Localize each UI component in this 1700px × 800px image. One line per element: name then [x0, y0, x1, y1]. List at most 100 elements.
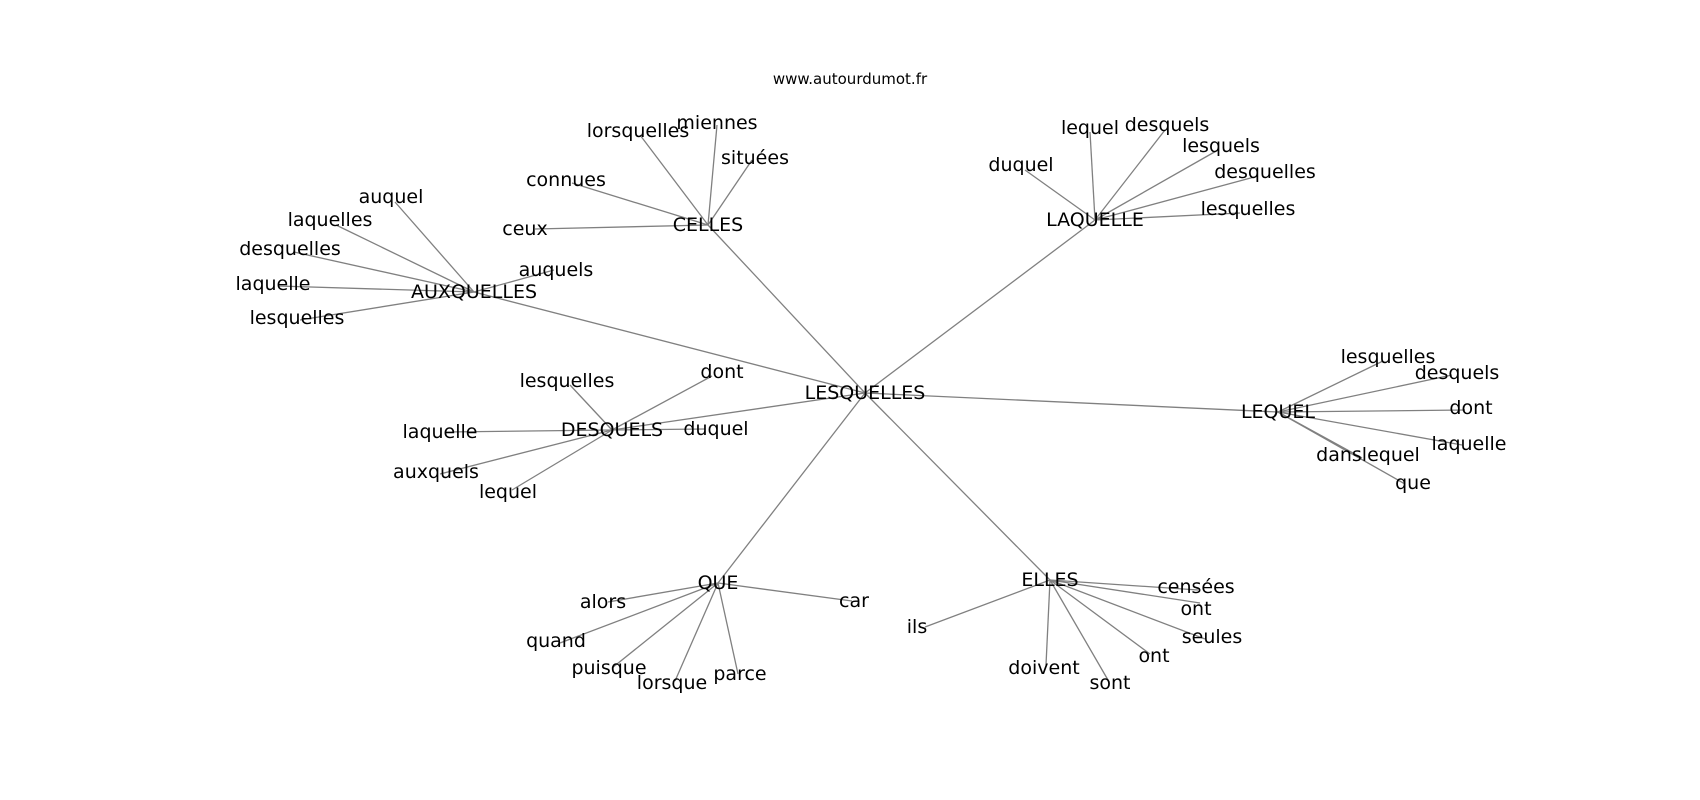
edge-celles-0 — [639, 134, 709, 226]
node-leaf-lequel-2[interactable]: dont — [1449, 397, 1492, 419]
edge-elles-4 — [1049, 579, 1151, 655]
edge-que-3 — [611, 582, 719, 669]
node-leaf-lequel-4[interactable]: danslequel — [1316, 444, 1420, 466]
node-leaf-elles-5[interactable]: doivent — [1008, 657, 1079, 679]
graph-edges — [277, 124, 1466, 682]
node-hub-celles[interactable]: CELLES — [673, 214, 744, 236]
edge-desquels-0 — [569, 384, 613, 431]
node-leaf-laquelle-1[interactable]: desquels — [1125, 114, 1210, 136]
edge-lequel-0 — [1277, 360, 1384, 413]
node-leaf-elles-2[interactable]: ils — [907, 616, 927, 638]
edge-auxquelles-1 — [335, 224, 475, 293]
edge-center-elles — [864, 392, 1051, 581]
node-leaf-desquels-4[interactable]: auxquels — [393, 461, 479, 483]
node-leaf-celles-3[interactable]: connues — [526, 169, 606, 191]
node-leaf-lequel-0[interactable]: lesquelles — [1341, 346, 1436, 368]
edge-celles-1 — [707, 124, 718, 226]
edge-laquelle-1 — [1094, 129, 1166, 221]
node-leaf-laquelle-4[interactable]: duquel — [988, 154, 1053, 176]
node-hub-que[interactable]: QUE — [698, 572, 739, 594]
edge-auxquelles-0 — [394, 201, 475, 293]
edge-celles-2 — [707, 159, 753, 226]
node-leaf-elles-4[interactable]: ont — [1138, 645, 1169, 667]
node-hub-desquels[interactable]: DESQUELS — [561, 419, 663, 441]
edge-laquelle-3 — [1094, 175, 1259, 221]
node-leaf-lequel-1[interactable]: desquels — [1415, 362, 1500, 384]
node-leaf-que-4[interactable]: lorsque — [637, 672, 707, 694]
node-leaf-laquelle-3[interactable]: desquelles — [1214, 161, 1316, 183]
node-leaf-laquelle-0[interactable]: lequel — [1061, 117, 1119, 139]
edge-laquelle-5 — [1094, 212, 1241, 221]
node-hub-laquelle[interactable]: LAQUELLE — [1046, 209, 1144, 231]
node-hub-auxquelles[interactable]: AUXQUELLES — [411, 281, 537, 303]
edge-center-celles — [707, 224, 866, 394]
edge-auxquelles-3 — [277, 285, 475, 293]
node-leaf-elles-6[interactable]: sont — [1089, 672, 1130, 694]
edge-que-4 — [674, 582, 719, 682]
node-leaf-celles-4[interactable]: ceux — [502, 218, 547, 240]
node-leaf-lequel-5[interactable]: que — [1395, 472, 1431, 494]
edge-laquelle-2 — [1094, 149, 1219, 221]
edge-elles-1 — [1049, 579, 1201, 604]
node-leaf-elles-3[interactable]: seules — [1182, 626, 1243, 648]
node-leaf-desquels-2[interactable]: laquelle — [403, 421, 478, 443]
edge-elles-3 — [1049, 579, 1206, 640]
edge-elles-2 — [924, 579, 1051, 628]
node-leaf-que-2[interactable]: quand — [526, 630, 586, 652]
node-leaf-desquels-5[interactable]: lequel — [479, 481, 537, 503]
node-leaf-desquels-1[interactable]: dont — [700, 361, 743, 383]
node-leaf-celles-2[interactable]: situées — [721, 147, 789, 169]
edge-que-0 — [607, 582, 719, 603]
node-leaf-auxquelles-4[interactable]: lesquelles — [250, 307, 345, 329]
edge-desquels-5 — [511, 429, 613, 491]
edge-center-auxquelles — [473, 291, 866, 394]
node-leaf-que-0[interactable]: alors — [580, 591, 626, 613]
edge-elles-0 — [1049, 579, 1199, 591]
edge-desquels-3 — [611, 428, 706, 431]
node-leaf-que-3[interactable]: puisque — [571, 657, 646, 679]
edge-center-que — [717, 392, 866, 584]
edge-celles-3 — [571, 182, 709, 226]
node-leaf-auxquelles-1[interactable]: laquelles — [288, 209, 373, 231]
edge-celles-4 — [534, 224, 709, 230]
edge-auxquelles-2 — [293, 251, 475, 293]
node-leaf-laquelle-5[interactable]: lesquelles — [1201, 198, 1296, 220]
node-leaf-auxquelles-3[interactable]: laquelle — [236, 273, 311, 295]
edge-center-laquelle — [864, 219, 1096, 394]
node-leaf-lequel-3[interactable]: laquelle — [1432, 433, 1507, 455]
node-leaf-auxquelles-0[interactable]: auquel — [359, 186, 424, 208]
node-leaf-celles-0[interactable]: lorsquelles — [587, 120, 690, 142]
node-hub-elles[interactable]: ELLES — [1021, 569, 1078, 591]
edge-que-1 — [717, 582, 853, 602]
edge-elles-6 — [1049, 579, 1109, 681]
edge-center-lequel — [864, 392, 1279, 413]
site-url: www.autourdumot.fr — [772, 70, 928, 88]
edge-desquels-2 — [444, 429, 613, 433]
edge-desquels-4 — [439, 429, 613, 475]
node-leaf-desquels-0[interactable]: lesquelles — [520, 370, 615, 392]
edge-que-2 — [559, 582, 719, 644]
node-leaf-elles-1[interactable]: ont — [1180, 598, 1211, 620]
edge-desquels-1 — [611, 375, 713, 431]
edge-lequel-5 — [1277, 411, 1406, 485]
edge-lequel-3 — [1277, 411, 1463, 446]
edge-laquelle-0 — [1089, 131, 1096, 221]
node-leaf-auxquelles-2[interactable]: desquelles — [239, 238, 341, 260]
node-center[interactable]: LESQUELLES — [805, 382, 926, 404]
node-leaf-auxquelles-5[interactable]: auquels — [519, 259, 594, 281]
node-leaf-laquelle-2[interactable]: lesquels — [1182, 135, 1260, 157]
edge-auxquelles-5 — [473, 269, 555, 293]
node-leaf-desquels-3[interactable]: duquel — [683, 418, 748, 440]
node-leaf-que-1[interactable]: car — [839, 590, 869, 612]
node-hub-lequel[interactable]: LEQUEL — [1241, 401, 1315, 423]
edge-laquelle-4 — [1024, 169, 1096, 221]
edge-lequel-2 — [1277, 409, 1466, 413]
edge-center-desquels — [611, 392, 866, 431]
node-leaf-celles-1[interactable]: miennes — [676, 112, 757, 134]
edge-que-5 — [717, 582, 739, 675]
edge-elles-5 — [1045, 579, 1051, 666]
node-leaf-que-5[interactable]: parce — [713, 663, 766, 685]
node-leaf-elles-0[interactable]: censées — [1157, 576, 1234, 598]
